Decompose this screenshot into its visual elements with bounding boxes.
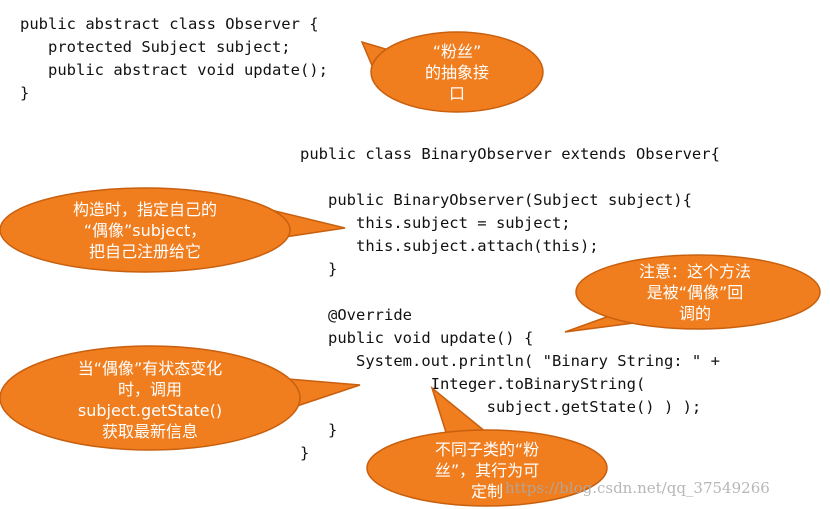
- code-line: this.subject = subject;: [300, 214, 571, 232]
- code-line: public abstract void update();: [20, 61, 328, 79]
- callout-text-constructor: 构造时，指定自己的 “偶像”subject， 把自己注册给它: [72, 199, 217, 261]
- watermark: https://blog.csdn.net/qq_37549266: [505, 479, 770, 497]
- code-line: System.out.println( "Binary String: " +: [300, 352, 720, 370]
- code-line: }: [300, 444, 310, 462]
- code-line: }: [300, 421, 338, 439]
- code-line: this.subject.attach(this);: [300, 237, 599, 255]
- callout-text-callback: 注意：这个方法 是被“偶像”回 调的: [638, 261, 751, 323]
- callout-bubble-constructor: [0, 187, 346, 273]
- callout-text-subclass: 不同子类的“粉 丝”，其行为可 定制: [434, 439, 540, 501]
- callout-text-fans-interface: “粉丝” 的抽象接 口: [424, 41, 489, 103]
- code-line: public void update() {: [300, 329, 534, 347]
- code-line: Integer.toBinaryString(: [300, 375, 646, 393]
- code-line: }: [300, 260, 338, 278]
- binary-observer-class-code: public class BinaryObserver extends Obse…: [300, 143, 720, 465]
- code-line: public class BinaryObserver extends Obse…: [300, 145, 720, 163]
- code-line: protected Subject subject;: [20, 38, 291, 56]
- code-line: public abstract class Observer {: [20, 15, 319, 33]
- callout-bubble-fans-interface: [360, 31, 544, 113]
- observer-class-code: public abstract class Observer { protect…: [20, 13, 328, 105]
- callout-bubble-state-change: [0, 345, 361, 451]
- callout-bubble-callback: [564, 254, 821, 333]
- code-line: public BinaryObserver(Subject subject){: [300, 191, 692, 209]
- code-line: @Override: [300, 306, 412, 324]
- callout-bubble-subclass: [366, 385, 608, 507]
- code-line: subject.getState() ) );: [300, 398, 702, 416]
- callout-text-state-change: 当“偶像”有状态变化 时，调用 subject.getState() 获取最新信…: [77, 359, 223, 441]
- code-line: }: [20, 84, 30, 102]
